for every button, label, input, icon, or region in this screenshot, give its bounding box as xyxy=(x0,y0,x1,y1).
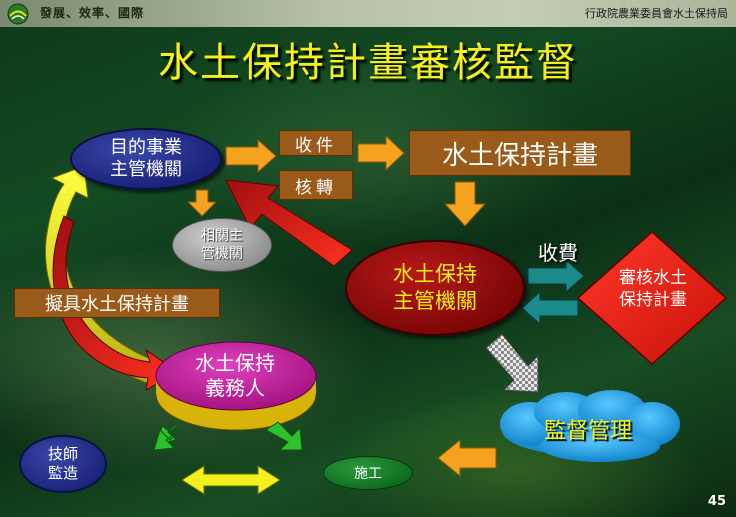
node-sw-authority: 水土保持 主管機關 xyxy=(345,240,525,336)
obligor-cylinder-shape xyxy=(155,341,317,431)
arrow-obligor-to-construction xyxy=(265,421,303,451)
arrow-review-to-authority xyxy=(521,290,579,326)
arrow-agency-to-receive xyxy=(225,138,277,174)
node-sw-authority-line2: 主管機關 xyxy=(393,289,477,313)
arrow-authority-to-supervision xyxy=(485,333,539,393)
arrow-authority-to-review xyxy=(527,258,585,294)
node-construction: 施工 xyxy=(323,456,413,490)
node-forward: 核轉 xyxy=(279,170,353,200)
node-plan: 水土保持計畫 xyxy=(409,130,631,176)
header-slogan: 發展、效率、國際 xyxy=(40,6,145,20)
arrow-plan-to-authority xyxy=(443,181,487,227)
page-number: 45 xyxy=(707,494,726,509)
arrow-engineer-construction xyxy=(181,465,281,495)
label-fee: 收費 xyxy=(538,240,578,265)
node-agency: 目的事業 主管機關 xyxy=(70,128,222,190)
header-bar: 發展、效率、國際 行政院農業委員會水土保持局 xyxy=(0,0,736,27)
node-sw-authority-line1: 水土保持 xyxy=(393,262,477,286)
node-receive: 收件 xyxy=(279,130,353,156)
arrow-supervision-to-construction xyxy=(437,438,497,478)
node-agency-line2: 主管機關 xyxy=(110,159,182,180)
node-review-line1: 審核水土 xyxy=(619,268,687,288)
arrow-obligor-to-engineer-main xyxy=(153,427,183,451)
arrow-authority-to-agency xyxy=(225,179,353,267)
node-obligor-line1: 水土保持 xyxy=(195,351,275,375)
header-organization: 行政院農業委員會水土保持局 xyxy=(585,7,728,20)
node-draft-plan: 擬具水土保持計畫 xyxy=(14,288,220,318)
node-engineer: 技師 監造 xyxy=(19,435,107,493)
node-related-agency: 相關主 管機關 xyxy=(172,218,272,272)
review-diamond xyxy=(576,230,728,366)
node-engineer-line1: 技師 xyxy=(47,445,78,463)
node-related-line1: 相關主 xyxy=(201,228,243,244)
node-agency-line1: 目的事業 xyxy=(110,137,182,158)
node-obligor: 水土保持 義務人 xyxy=(160,348,310,404)
node-review: 審核水土 保持計畫 xyxy=(590,262,716,316)
arrow-receive-to-plan xyxy=(357,134,405,172)
agency-logo-icon xyxy=(7,3,29,25)
node-review-line2: 保持計畫 xyxy=(619,290,687,310)
node-obligor-line2: 義務人 xyxy=(205,376,265,400)
node-related-line2: 管機關 xyxy=(201,246,243,262)
node-supervision: 監督管理 xyxy=(543,419,632,444)
arrow-agency-to-related xyxy=(186,189,218,217)
supervision-cloud-shape xyxy=(500,390,680,462)
page-title: 水土保持計畫審核監督 xyxy=(158,40,578,86)
node-engineer-line2: 監造 xyxy=(47,464,78,482)
